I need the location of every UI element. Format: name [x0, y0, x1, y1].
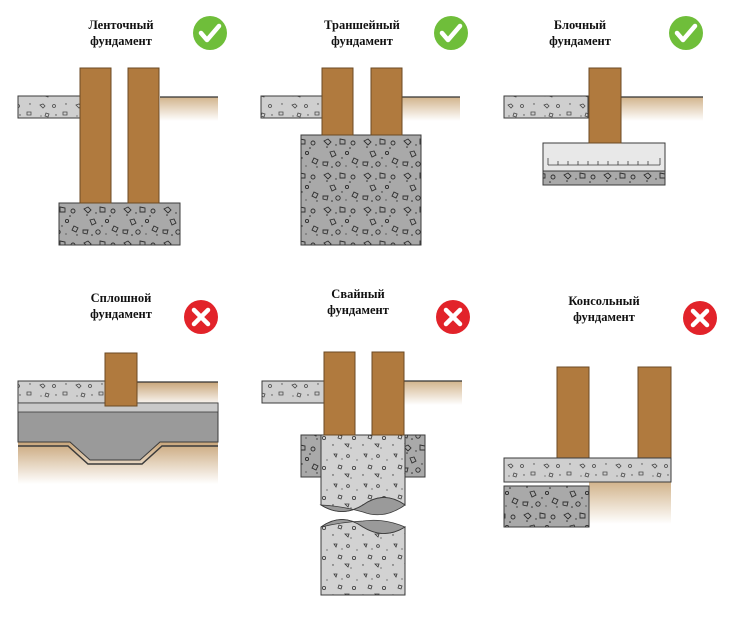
- floor-slab: [503, 95, 589, 119]
- panel-lentochny: Ленточный фундамент: [17, 16, 227, 246]
- slab-inner-line: [18, 445, 218, 465]
- monolithic-slab: [17, 402, 219, 461]
- soil-right: [589, 482, 671, 524]
- wall-left: [323, 351, 356, 436]
- panel-title-line2: фундамент: [331, 34, 393, 48]
- cross-icon: [683, 301, 717, 335]
- wall-right: [127, 67, 160, 204]
- pile-break-cap-lower: [320, 519, 406, 534]
- panel-sploshnoy: Сплошной фундамент: [17, 291, 219, 484]
- cross-icon: [436, 300, 470, 334]
- soil-right: [621, 97, 703, 121]
- console-slab: [503, 457, 672, 483]
- floor-slab: [260, 95, 324, 119]
- panel-title-line1: Блочный: [554, 18, 606, 32]
- floor-slab: [17, 380, 106, 404]
- wall-right: [371, 351, 405, 436]
- panel-svayny: Свайный фундамент: [261, 287, 470, 596]
- wall-left: [79, 67, 112, 204]
- floor-slab: [17, 95, 81, 119]
- footing: [58, 202, 181, 246]
- panel-blochny: Блочный фундамент: [503, 16, 703, 186]
- check-icon: [669, 16, 703, 50]
- wall-right: [637, 366, 672, 459]
- panel-title-line2: фундамент: [549, 34, 611, 48]
- panel-title-line1: Ленточный: [88, 18, 153, 32]
- support-block: [503, 485, 590, 528]
- wall-left: [321, 67, 354, 136]
- panel-title-line2: фундамент: [327, 303, 389, 317]
- soil-right: [404, 381, 462, 405]
- block-ticks: [547, 158, 661, 166]
- soil-right: [402, 97, 460, 121]
- panel-title-line2: фундамент: [90, 34, 152, 48]
- trench-fill: [300, 134, 422, 246]
- panel-title-line1: Консольный: [568, 294, 639, 308]
- panel-title-line1: Сплошной: [91, 291, 152, 305]
- panel-title-line1: Траншейный: [324, 18, 400, 32]
- check-icon: [193, 16, 227, 50]
- gravel-bed: [542, 170, 666, 186]
- panel-transheyny: Траншейный фундамент: [260, 16, 468, 246]
- panel-konsolny: Консольный фундамент: [503, 294, 717, 528]
- pile-break-cap: [319, 497, 406, 516]
- check-icon: [434, 16, 468, 50]
- foundation-block: [542, 142, 666, 172]
- panel-title-line1: Свайный: [331, 287, 384, 301]
- panel-title-line2: фундамент: [573, 310, 635, 324]
- wall: [588, 67, 622, 144]
- floor-slab: [261, 380, 325, 404]
- cross-icon: [184, 300, 218, 334]
- wall-left: [556, 366, 590, 459]
- soil-right: [160, 97, 218, 121]
- wall-right: [370, 67, 403, 136]
- panel-title-line2: фундамент: [90, 307, 152, 321]
- wall: [104, 352, 138, 407]
